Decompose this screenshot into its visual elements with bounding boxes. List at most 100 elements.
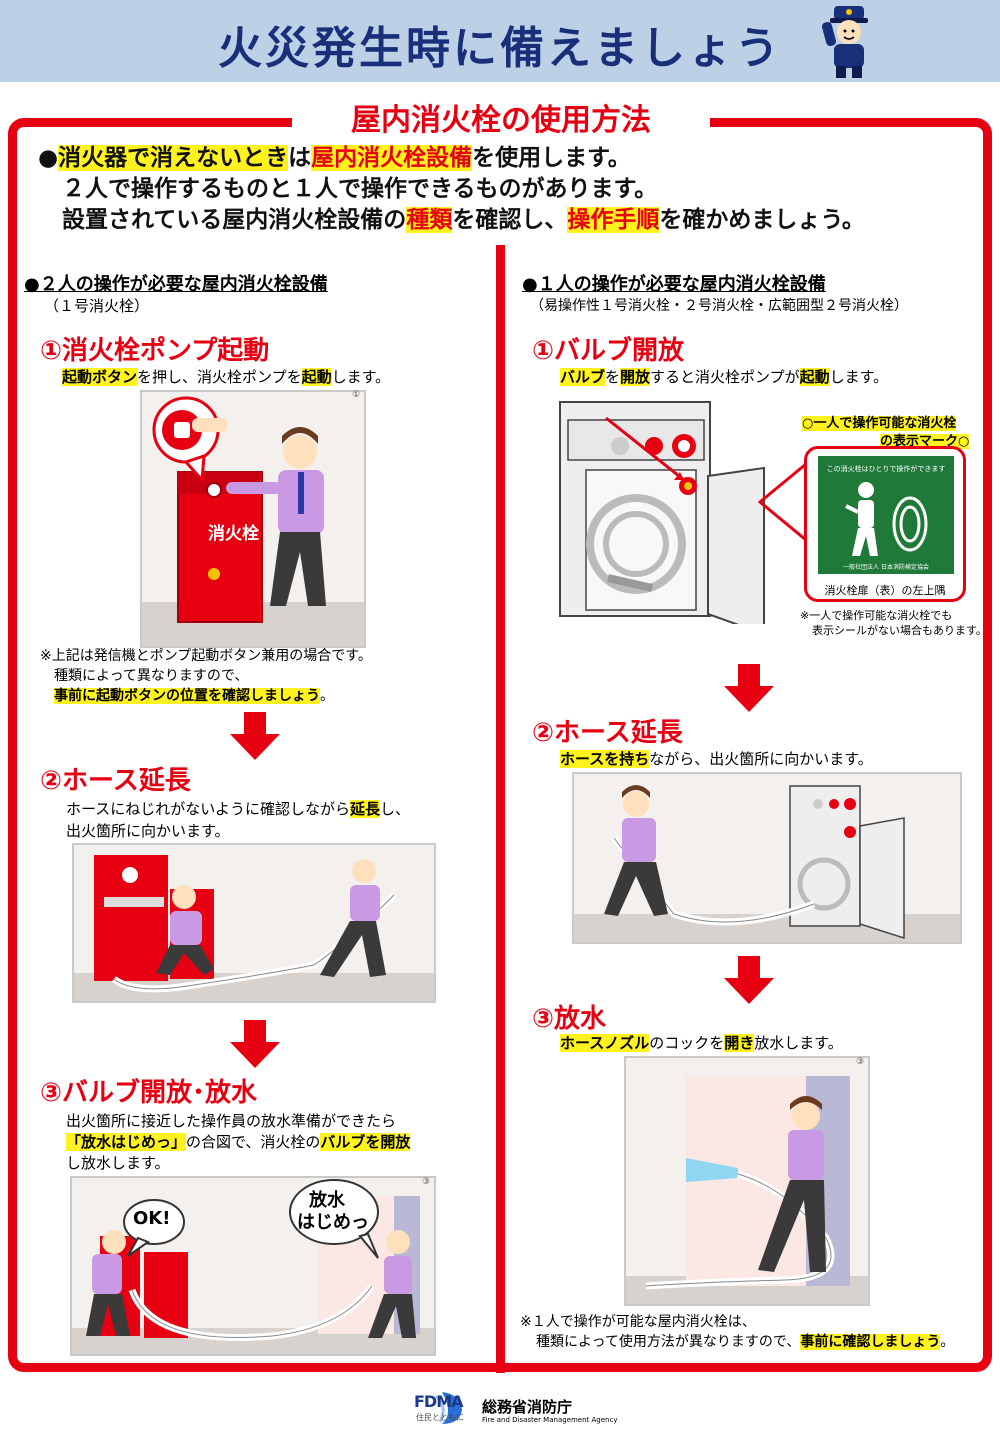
right-step1-note2: 表示シールがない場合もあります。 <box>812 624 987 637</box>
highlight-start-button: 起動ボタン <box>62 368 138 386</box>
intro-line-3: 設置されている屋内消火栓設備の種類を確認し、操作手順を確かめましょう。 <box>62 204 865 237</box>
right-step3-title: ③放水 <box>532 1004 607 1034</box>
sign-org: 一般社団法人 日本消防検定協会 <box>843 564 929 571</box>
left-section-heading: ●２人の操作が必要な屋内消火栓設備 <box>24 274 328 295</box>
highlight-nozzle: ホースノズル <box>560 1034 650 1052</box>
left-step3-desc2: 「放水はじめっ」の合図で、消火栓のバルブを開放 <box>66 1131 411 1153</box>
left-section-subheading: （１号消火栓） <box>44 297 150 315</box>
down-arrow-icon <box>724 956 774 1004</box>
highlight-extend: 延長 <box>349 800 380 818</box>
highlight-signal: 「放水はじめっ」 <box>66 1133 187 1151</box>
highlight-confirm: 事前に起動ボタンの位置を確認しましょう <box>54 688 320 704</box>
illustration-number: ① <box>352 390 361 400</box>
desc-text: ながら、出火箇所に向かいます。 <box>649 750 873 768</box>
left-step2-desc1: ホースにねじれがないように確認しながら延長し、 <box>66 798 410 820</box>
right-step3-note2: 種類によって使用方法が異なりますので、事前に確認しましょう。 <box>536 1332 954 1352</box>
highlight-open-valve: バルブを開放 <box>320 1133 411 1151</box>
left-step1-note1: ※上記は発信機とポンプ起動ボタン兼用の場合です。 <box>40 648 372 664</box>
down-arrow-icon <box>230 1020 280 1068</box>
sign-caption: 消火栓扉（表）の左上隅 <box>824 584 946 597</box>
down-arrow-icon <box>724 664 774 712</box>
illustration-valve-open <box>70 1176 436 1356</box>
intro-text: を確かめましょう。 <box>659 207 865 233</box>
intro-text: を使用します。 <box>472 145 631 171</box>
intro-text: 設置されている屋内消火栓設備の <box>62 207 407 233</box>
right-step3-note1: ※１人で操作が可能な屋内消火栓は、 <box>520 1314 756 1330</box>
left-step3-desc1: 出火箇所に接近した操作員の放水準備ができたら <box>66 1112 397 1130</box>
desc-text: すると消火栓ポンプが <box>650 368 800 386</box>
left-step1-note3: 事前に起動ボタンの位置を確認しましょう。 <box>54 686 334 706</box>
illustration-number: ③ <box>856 1057 865 1067</box>
mark-label-text: ○一人で操作可能な消火栓 <box>802 416 957 431</box>
desc-text: の合図で、消火栓の <box>186 1133 321 1151</box>
intro-text: は <box>288 145 312 171</box>
agency-name-en: Fire and Disaster Management Agency <box>482 1416 618 1424</box>
intro-text: を確認し、 <box>452 207 568 233</box>
illustration-number: ③ <box>422 1177 431 1187</box>
illustration-hose-extend <box>72 843 436 1003</box>
sign-text: この消火栓はひとりで操作ができます <box>826 465 946 473</box>
water-discharge-illustration-icon <box>626 1076 868 1304</box>
desc-text: します。 <box>331 368 391 386</box>
mark-label-line1: ○一人で操作可能な消火栓 <box>802 412 957 431</box>
note-text: 。 <box>940 1334 955 1350</box>
fdma-logo-subtext: 住民とともに <box>416 1413 464 1422</box>
one-person-sign <box>818 456 954 574</box>
intro-highlight-4: 操作手順 <box>567 207 660 233</box>
fdma-logo-text: FDMA <box>414 1392 464 1411</box>
intro-highlight-1: 消火器で消えないとき <box>58 145 289 171</box>
hydrant-cabinet-illustration-icon <box>559 401 765 624</box>
note-text: 種類によって使用方法が異なりますので、 <box>536 1334 801 1350</box>
left-step2-desc2: 出火箇所に向かいます。 <box>66 822 230 840</box>
illustration-right-hose-extend <box>572 772 962 944</box>
right-section-subheading: （易操作性１号消火栓・２号消火栓・広範囲型２号消火栓） <box>530 298 908 314</box>
left-step3-desc3: し放水します。 <box>66 1154 170 1172</box>
left-step1-desc: 起動ボタンを押し、消火栓ポンプを起動します。 <box>62 366 390 388</box>
highlight-start: 起動 <box>301 368 332 386</box>
left-step3-title: ③バルブ開放･放水 <box>40 1078 258 1108</box>
highlight-open: 開放 <box>620 368 651 386</box>
mark-label-line2: の表示マーク○ <box>880 430 970 449</box>
person-with-hose-icon <box>845 482 928 556</box>
right-step2-desc: ホースを持ちながら、出火箇所に向かいます。 <box>560 748 873 770</box>
hose-extend-illustration-icon <box>74 855 434 1001</box>
left-step1-note2: 種類によって異なりますので、 <box>54 668 249 684</box>
note-text: 。 <box>320 688 334 704</box>
intro-line-2: ２人で操作するものと１人で操作できるものがあります。 <box>62 176 658 202</box>
fdma-logo-icon <box>434 1392 462 1424</box>
right-section-heading: ●１人の操作が必要な屋内消火栓設備 <box>522 274 826 295</box>
highlight-confirm: 事前に確認しましょう <box>800 1334 941 1350</box>
desc-text: 放水します。 <box>754 1034 843 1052</box>
desc-text: し、 <box>379 800 410 818</box>
right-step2-title: ②ホース延長 <box>532 718 683 748</box>
column-divider <box>496 245 505 1373</box>
highlight-valve: バルブ <box>560 368 606 386</box>
speech-bubble-start-line2: はじめっ <box>297 1212 369 1233</box>
pump-start-illustration-icon <box>142 396 364 646</box>
firefighter-mascot-icon <box>821 6 868 78</box>
desc-text: を <box>605 368 621 386</box>
highlight-hold-hose: ホースを持ち <box>560 750 650 768</box>
left-step1-title: ①消火栓ポンプ起動 <box>40 336 270 366</box>
left-step2-title: ②ホース延長 <box>40 766 191 796</box>
intro-line-1: ●消火器で消えないときは屋内消火栓設備を使用します。 <box>38 142 631 175</box>
bullet: ● <box>38 145 59 171</box>
speech-bubble-start-line1: 放水 <box>309 1190 345 1211</box>
desc-text: のコックを <box>649 1034 725 1052</box>
agency-name: 総務省消防庁 <box>482 1398 573 1416</box>
callout-pointer-icon <box>758 462 807 542</box>
right-step1-title: ①バルブ開放 <box>532 336 685 366</box>
desc-text: します。 <box>829 368 889 386</box>
intro-highlight-2: 屋内消火栓設備 <box>311 145 473 171</box>
hydrant-box-label: 消火栓 <box>208 524 259 544</box>
desc-text: ホースにねじれがないように確認しながら <box>66 800 350 818</box>
illustration-water-discharge <box>624 1056 870 1306</box>
page-title: 火災発生時に備えましょう <box>218 23 782 74</box>
valve-open-illustration-icon <box>72 1179 434 1354</box>
highlight-open: 開き <box>724 1034 755 1052</box>
illustration-pump-start <box>140 390 366 648</box>
mark-label-text: の表示マーク○ <box>880 434 970 449</box>
right-hose-extend-illustration-icon <box>574 785 960 942</box>
section-title: 屋内消火栓の使用方法 <box>351 103 651 138</box>
desc-text: を押し、消火栓ポンプを <box>137 368 302 386</box>
